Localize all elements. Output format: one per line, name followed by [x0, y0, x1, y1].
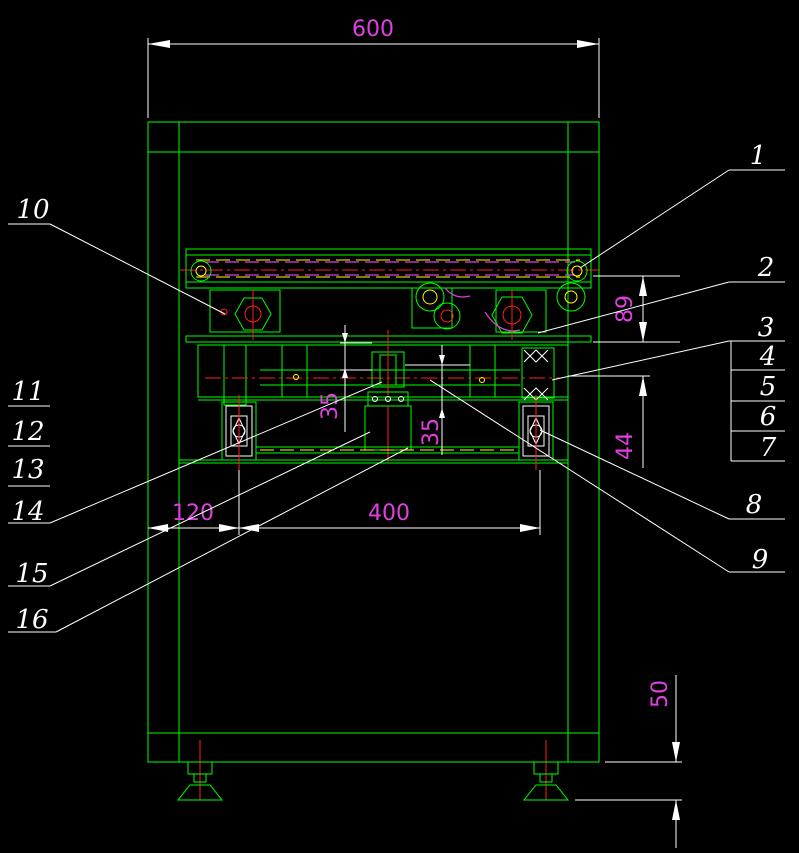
- mid-mechanism: [197, 330, 569, 462]
- dim-400: 400: [368, 501, 410, 526]
- callout-8: 8: [746, 490, 763, 520]
- dimension-lines: [147, 38, 682, 848]
- rail-profiles: [221, 395, 554, 470]
- dim-35-left: 35: [318, 392, 343, 420]
- dim-600: 600: [352, 17, 394, 42]
- callout-15: 15: [15, 559, 48, 589]
- callout-3: 3: [758, 313, 775, 343]
- dim-35-right: 35: [419, 418, 444, 446]
- callout-9: 9: [752, 545, 769, 575]
- callout-6: 6: [760, 402, 777, 432]
- callout-4: 4: [759, 342, 777, 372]
- dimension-labels: 600 120 400 89 44 35 35 50: [172, 17, 673, 708]
- callout-12: 12: [11, 417, 44, 447]
- machine-frame: [147, 121, 600, 763]
- callout-14: 14: [11, 497, 44, 527]
- dim-89: 89: [613, 295, 638, 323]
- leader-lines: [8, 169, 785, 633]
- conveyor-assembly: [180, 248, 600, 343]
- dim-44: 44: [613, 432, 638, 460]
- callout-16: 16: [15, 605, 48, 635]
- dim-120: 120: [172, 501, 214, 526]
- callout-10: 10: [16, 195, 49, 225]
- callout-5: 5: [760, 372, 777, 402]
- callout-7: 7: [760, 433, 777, 463]
- leveling-feet: [176, 740, 570, 801]
- callout-11: 11: [11, 377, 44, 407]
- callout-numbers: 1 2 3 4 5 6 7 8 9 10 11 12 13 14 15 16: [11, 141, 776, 635]
- callout-1: 1: [750, 141, 767, 171]
- callout-2: 2: [757, 253, 775, 283]
- callout-13: 13: [11, 455, 44, 485]
- dim-50: 50: [648, 680, 673, 708]
